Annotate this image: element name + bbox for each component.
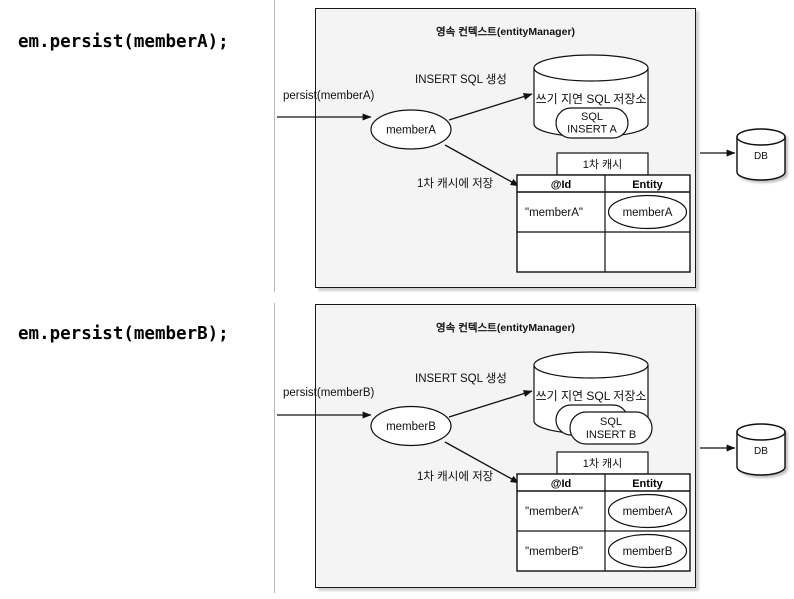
incoming-arrow-label-2: persist(memberB) [283, 387, 375, 399]
persistence-context-title-1: 영속 컨텍스트(entityManager) [435, 26, 576, 38]
code-label-persist-memberA: em.persist(memberA); [18, 32, 229, 52]
cache-store-label-1: 1차 캐시에 저장 [417, 178, 494, 190]
incoming-arrow-label-1: persist(memberA) [283, 90, 375, 102]
persistence-context-box-2 [315, 304, 696, 588]
persistence-context-box-1 [315, 8, 696, 288]
db-cylinder-1: DB [736, 128, 786, 181]
persistence-context-title-2: 영속 컨텍스트(entityManager) [435, 322, 576, 334]
db-label-2: DB [754, 446, 768, 457]
db-label-1: DB [754, 151, 768, 162]
insert-sql-label-2: INSERT SQL 생성 [415, 373, 507, 385]
db-cylinder-2: DB [736, 423, 786, 476]
insert-sql-label-1: INSERT SQL 생성 [415, 74, 507, 86]
cache-store-label-2: 1차 캐시에 저장 [417, 471, 494, 483]
column-divider-top [274, 0, 275, 292]
column-divider-bottom [274, 303, 275, 593]
code-label-persist-memberB: em.persist(memberB); [18, 324, 229, 344]
